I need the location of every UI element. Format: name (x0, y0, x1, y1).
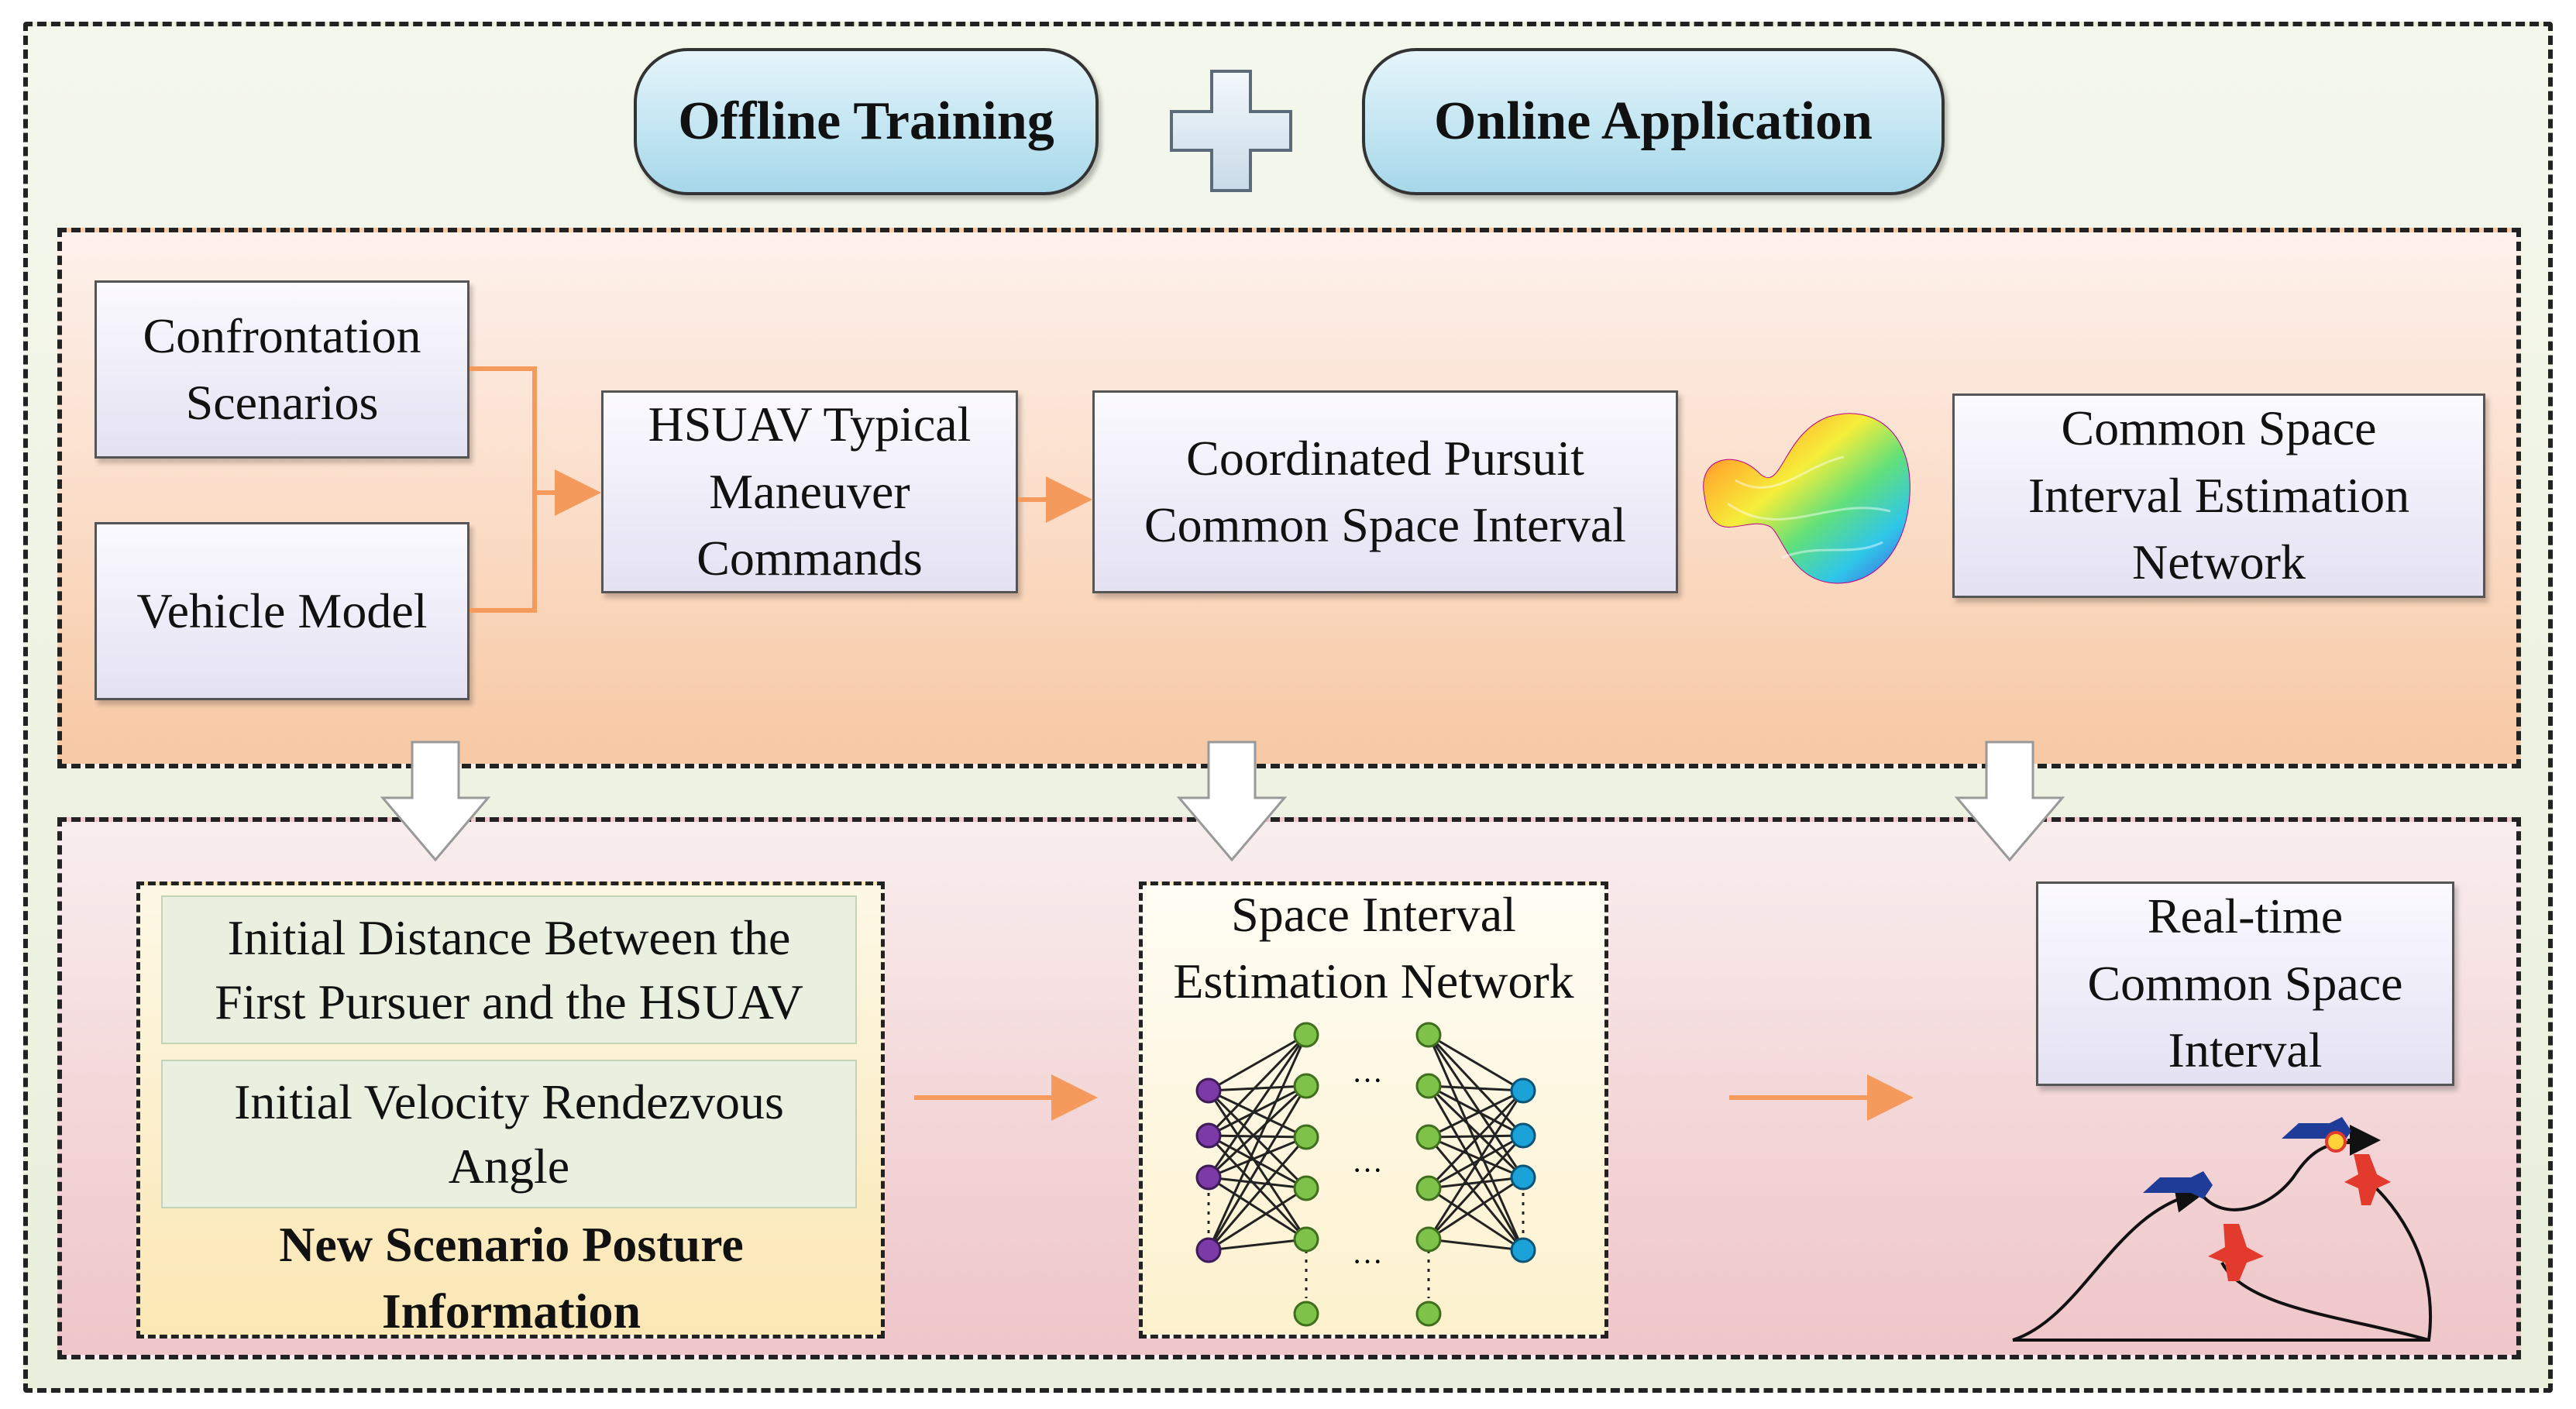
online-application-pill: Online Application (1362, 48, 1945, 195)
offline-training-label: Offline Training (678, 91, 1054, 151)
maneuver-line-3: Commands (696, 531, 923, 586)
realtime-line-1: Real-time (2147, 888, 2344, 944)
online-application-label: Online Application (1434, 91, 1873, 151)
explosion-icon (2325, 1131, 2347, 1153)
posture-line-2: Information (381, 1284, 641, 1339)
velocity-line-1: Initial Velocity Rendezvous (234, 1074, 784, 1129)
distance-line-1: Initial Distance Between the (227, 909, 791, 965)
down-arrow-middle (1176, 741, 1288, 862)
confrontation-line-2: Scenarios (185, 375, 379, 430)
trajectory-curve-left (2012, 1182, 2206, 1342)
estimation-line-2: Interval Estimation (2027, 467, 2410, 523)
ellipsis-middle: ··· (1352, 1153, 1383, 1187)
distance-line-2: First Pursuer and the HSUAV (215, 974, 803, 1029)
initial-distance-box: Initial Distance Between the First Pursu… (161, 895, 857, 1044)
training-connectors (469, 366, 1092, 613)
network-line-1: Space Interval (1231, 887, 1516, 942)
trajectory-curve-inner (2220, 1262, 2430, 1342)
target-aircraft-icon (2143, 1117, 2351, 1199)
estimation-line-1: Common Space (2061, 400, 2377, 456)
coordinated-pursuit-box: Coordinated Pursuit Common Space Interva… (1092, 390, 1678, 593)
maneuver-line-2: Maneuver (709, 463, 910, 519)
down-arrows (380, 741, 2065, 862)
posture-information-title: New Scenario Posture Information (155, 1211, 868, 1339)
neural-network-icon: ··· ··· ··· (1195, 1022, 1536, 1327)
estimation-network-box: Common Space Interval Estimation Network (1952, 393, 2485, 598)
connector-from-scenarios (469, 366, 537, 613)
down-arrow-left (380, 741, 491, 862)
ellipsis-bottom: ··· (1352, 1244, 1383, 1279)
estimation-line-3: Network (2132, 534, 2306, 590)
realtime-line-2: Common Space (2087, 955, 2403, 1011)
pursuer-aircraft-icon (2208, 1154, 2391, 1281)
confrontation-scenarios-box: Confrontation Scenarios (95, 280, 469, 459)
plus-icon (1170, 70, 1292, 192)
velocity-line-2: Angle (448, 1139, 570, 1194)
realtime-line-3: Interval (2168, 1022, 2323, 1078)
colored-surface-icon (1703, 413, 1911, 584)
maneuver-commands-box: HSUAV Typical Maneuver Commands (601, 390, 1018, 593)
posture-line-1: New Scenario Posture (279, 1217, 744, 1272)
trajectory-curve-wave (2199, 1140, 2364, 1211)
vehicle-model-box: Vehicle Model (95, 522, 469, 700)
space-interval-network-frame (1139, 881, 1608, 1339)
pursuit-line-1: Coordinated Pursuit (1186, 430, 1584, 486)
down-arrow-right (1954, 741, 2065, 862)
maneuver-line-1: HSUAV Typical (648, 397, 972, 452)
space-interval-network-title: Space Interval Estimation Network (1144, 881, 1604, 1021)
vehicle-model-label: Vehicle Model (136, 583, 428, 638)
realtime-interval-box: Real-time Common Space Interval (2036, 881, 2454, 1086)
ellipsis-top: ··· (1352, 1063, 1383, 1098)
pursuit-line-2: Common Space Interval (1144, 497, 1627, 552)
pursuit-trajectory-icon (2012, 1117, 2432, 1342)
network-line-2: Estimation Network (1173, 954, 1574, 1009)
confrontation-line-1: Confrontation (143, 308, 421, 363)
offline-training-pill: Offline Training (634, 48, 1099, 195)
initial-velocity-box: Initial Velocity Rendezvous Angle (161, 1060, 857, 1208)
